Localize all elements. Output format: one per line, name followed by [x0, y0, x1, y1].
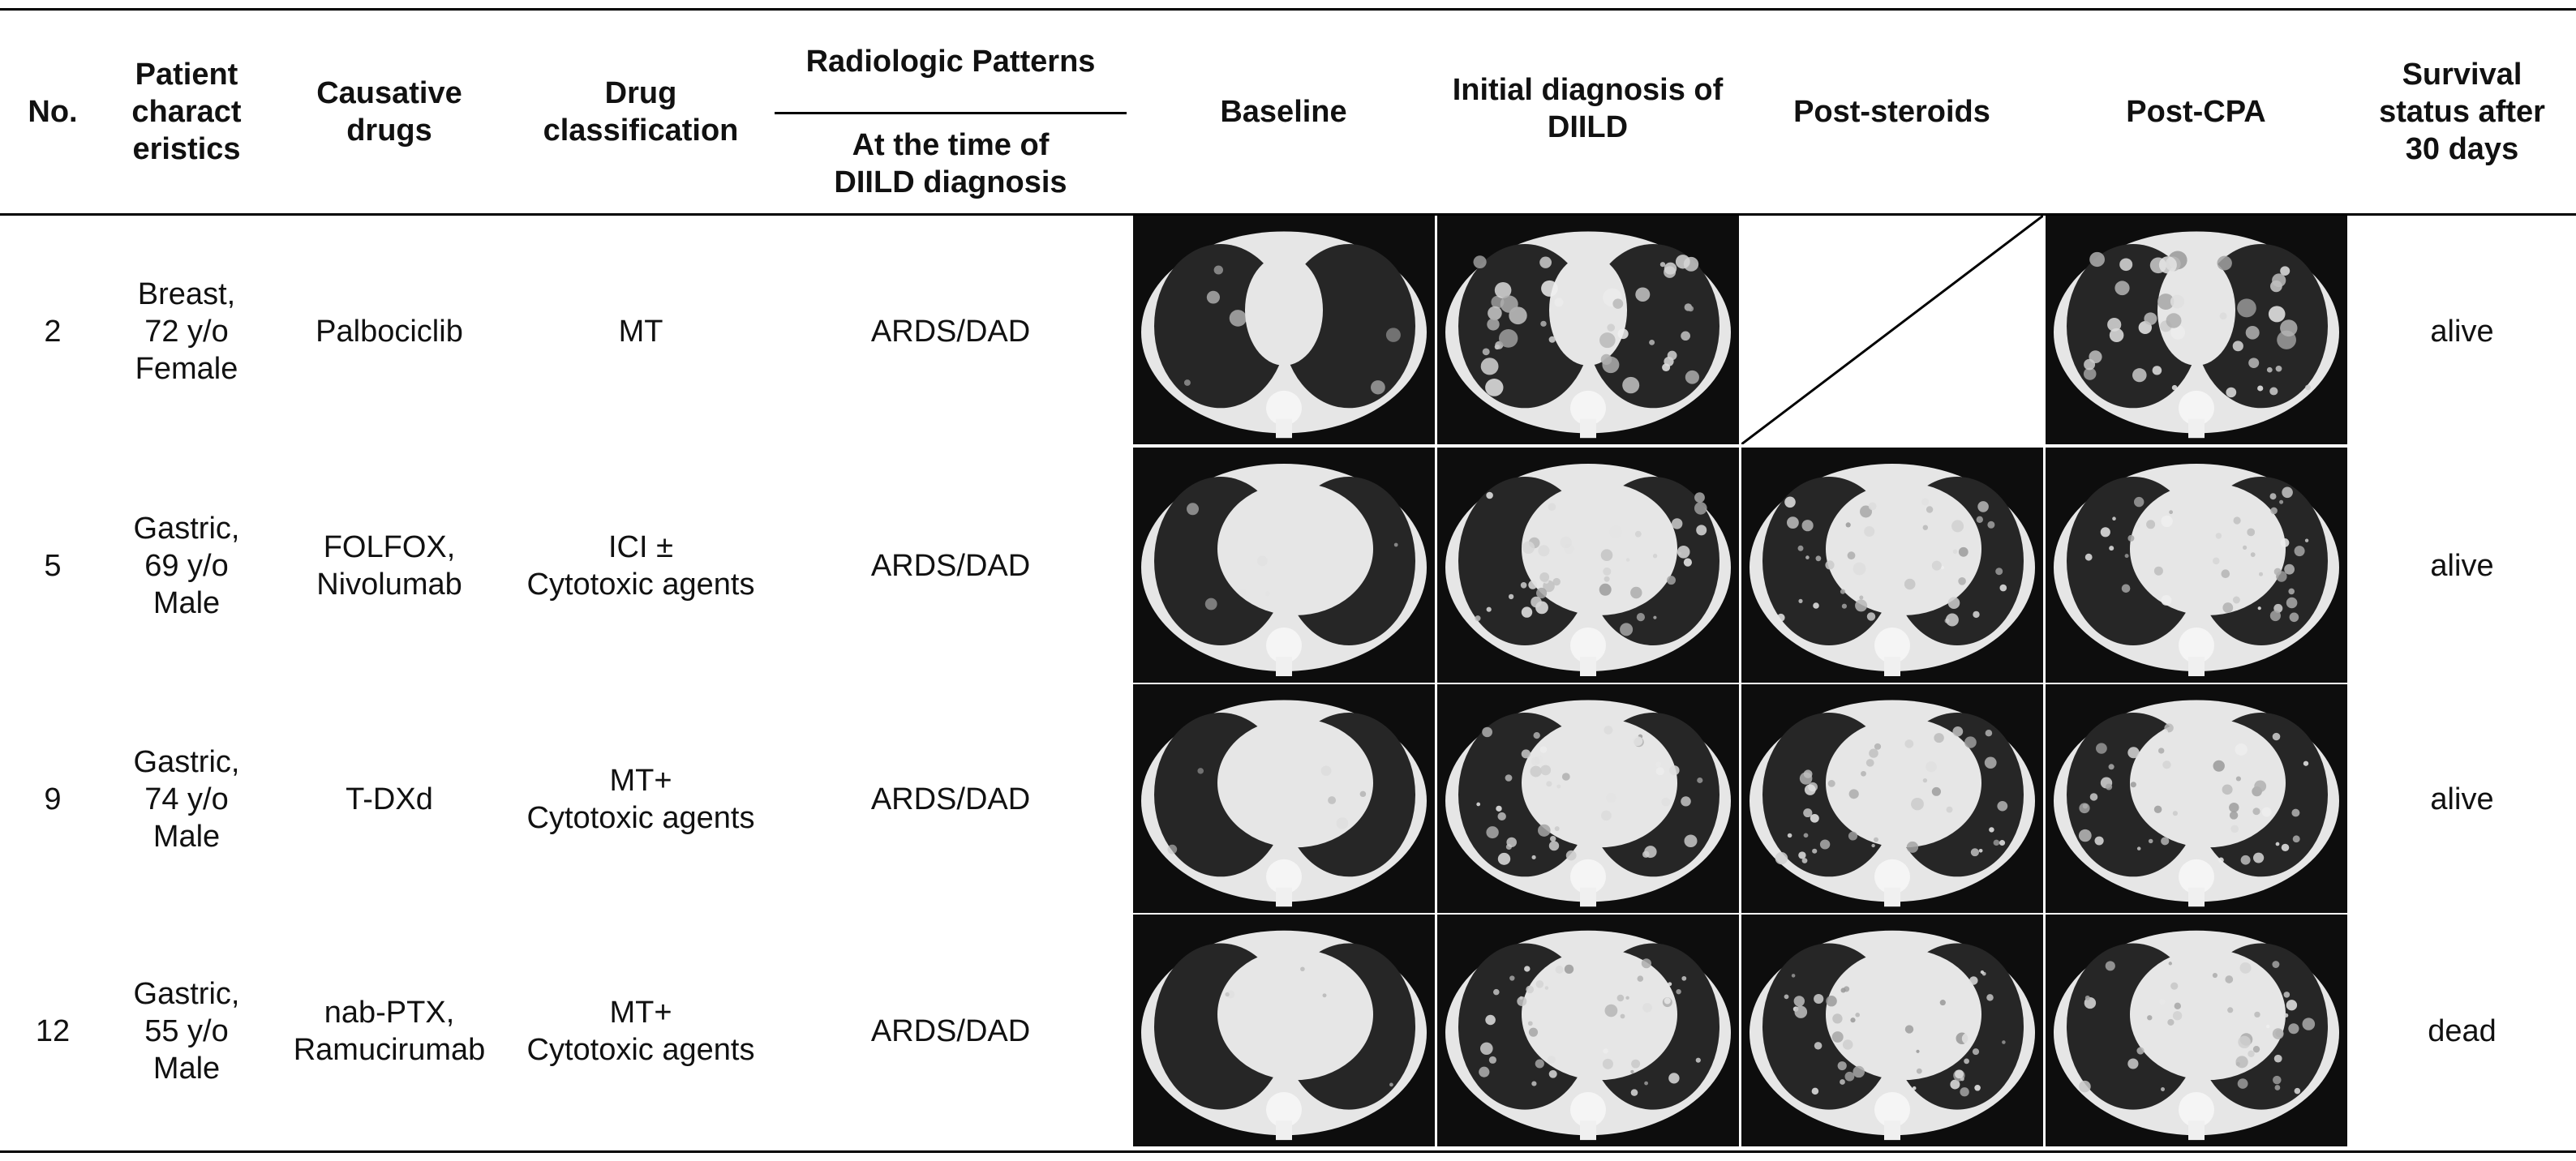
cell-survival: alive — [2430, 315, 2494, 349]
ct-scan-image — [1437, 448, 1739, 683]
cell-classification: MT — [618, 315, 663, 349]
cell-pattern: ARDS/DAD — [870, 782, 1031, 816]
ct-scan-image — [1133, 216, 1435, 444]
header-survival: Survival status after 30 days — [2379, 58, 2545, 166]
cell-no: 12 — [35, 1014, 71, 1048]
header-patient: Patient charact eristics — [131, 58, 242, 166]
header-at-diagnosis: At the time of DIILD diagnosis — [834, 128, 1067, 199]
ct-scan-image — [1133, 915, 1435, 1146]
cell-drugs: FOLFOX, Nivolumab — [316, 530, 462, 602]
cell-patient: Gastric, 74 y/o Male — [133, 745, 240, 854]
header-no: No. — [28, 95, 78, 129]
header-initial-diagnosis: Initial diagnosis of DIILD — [1452, 73, 1724, 144]
header-post-steroids: Post-steroids — [1793, 95, 1990, 129]
ct-scan-image — [2046, 216, 2347, 444]
ct-scan-image — [1437, 216, 1739, 444]
ct-scan-image — [1741, 448, 2043, 683]
table-bottom-rule — [0, 1150, 2576, 1153]
cell-classification: ICI ± Cytotoxic agents — [526, 530, 755, 602]
ct-scan-image — [2046, 448, 2347, 683]
ct-scan-image — [2046, 915, 2347, 1146]
table-header-rule — [0, 213, 2576, 216]
header-post-cpa: Post-CPA — [2126, 95, 2266, 129]
header-causative-drugs: Causative drugs — [316, 76, 462, 148]
cell-no: 5 — [44, 549, 62, 583]
cell-patient: Breast, 72 y/o Female — [135, 277, 238, 386]
header-radiologic-patterns: Radiologic Patterns — [805, 44, 1096, 79]
cell-pattern: ARDS/DAD — [870, 549, 1031, 583]
ct-scan-image — [1741, 915, 2043, 1146]
ct-scan-image — [1437, 684, 1739, 913]
cell-survival: dead — [2428, 1014, 2497, 1048]
cell-no: 2 — [44, 315, 62, 349]
cell-survival: alive — [2430, 782, 2494, 816]
ct-scan-image — [1741, 684, 2043, 913]
ct-scan-image — [1133, 448, 1435, 683]
cell-survival: alive — [2430, 549, 2494, 583]
header-drug-classification: Drug classification — [543, 76, 739, 148]
cell-pattern: ARDS/DAD — [870, 1014, 1031, 1048]
header-baseline: Baseline — [1220, 95, 1347, 129]
cell-patient: Gastric, 69 y/o Male — [133, 512, 240, 620]
cell-classification: MT+ Cytotoxic agents — [526, 996, 755, 1067]
ct-scan-image — [1133, 684, 1435, 913]
cell-patient: Gastric, 55 y/o Male — [133, 977, 240, 1086]
ct-scan-image — [1437, 915, 1739, 1146]
cell-drugs: Palbociclib — [316, 315, 463, 349]
cell-no: 9 — [44, 782, 62, 816]
radiologic-subheader-rule — [775, 112, 1127, 114]
cell-drugs: T-DXd — [346, 782, 433, 816]
table-top-rule — [0, 8, 2576, 11]
cell-drugs: nab-PTX, Ramucirumab — [293, 996, 486, 1067]
cell-pattern: ARDS/DAD — [870, 315, 1031, 349]
not-applicable-cell — [1741, 216, 2043, 444]
cell-classification: MT+ Cytotoxic agents — [526, 764, 755, 835]
ct-scan-image — [2046, 684, 2347, 913]
